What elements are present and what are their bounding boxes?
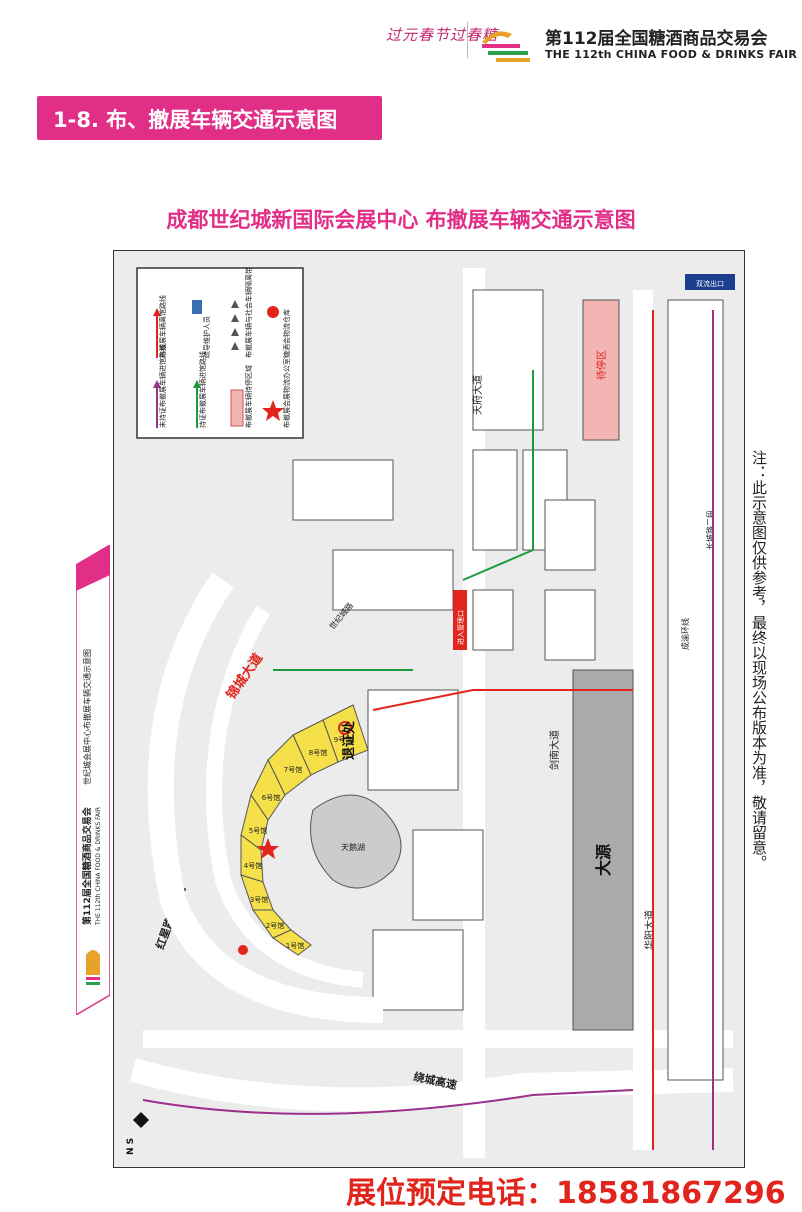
- side-tag-line2: THE 112th CHINA FOOD & DRINKS FAIR: [95, 807, 102, 926]
- legend-staff-swatch: [192, 300, 202, 314]
- legend-staff: 疏导维护人员: [202, 316, 211, 358]
- side-tag-line1: 第112届全国糖酒商品交易会: [81, 806, 93, 925]
- exit-sign-label: 双流出口: [696, 279, 724, 288]
- expo-outer-road: [147, 572, 384, 1023]
- road-changcheng-label: 长城路二段: [705, 510, 715, 550]
- legend-box: 布撤展车辆离馆路线 未持证布撤展车辆进馆路线 持证布撤展车辆进馆路线 疏导维护人…: [136, 267, 304, 439]
- section-title-bar: 1-8. 布、撤展车辆交通示意图: [37, 96, 382, 140]
- hall-3-label: 3号馆: [250, 895, 268, 904]
- hall-4-label: 4号馆: [244, 861, 262, 870]
- legend-waiting: 布撤展车辆待停区域: [244, 365, 253, 428]
- fair-subtitle: THE 112th CHINA FOOD & DRINKS FAIR: [545, 48, 798, 61]
- tuizheng-marker: [338, 721, 352, 735]
- compass-icon: N S: [126, 1112, 149, 1155]
- map-title: 成都世纪城新国际会展中心 布撤展车辆交通示意图: [166, 208, 636, 232]
- lake-label: 天鹅湖: [341, 842, 365, 852]
- exhibition-halls: [240, 704, 369, 956]
- district-dayuan: 大源: [594, 844, 613, 876]
- legend-barrier-swatch: [231, 300, 239, 350]
- entry-sign-label: 进入管理口: [456, 610, 465, 645]
- legend-unpermitted-route: 未持证布撤展车辆进馆路线: [158, 344, 167, 428]
- compass-label: N S: [126, 1138, 136, 1155]
- road-jiannan-label: 剑南大道: [548, 730, 561, 770]
- legend-waiting-swatch: [230, 389, 244, 427]
- road-huayang-label: 华阳大道: [643, 910, 656, 950]
- warehouse-marker: [238, 945, 248, 955]
- tuizheng-label: 退证处: [341, 720, 357, 760]
- hall-2-label: 2号馆: [266, 921, 284, 930]
- section-title: 1-8. 布、撤展车辆交通示意图: [53, 108, 338, 132]
- road-tianfu-label: 天府大道: [471, 375, 484, 415]
- fair-logo-icon: [482, 31, 530, 62]
- exit-sign: [685, 274, 735, 290]
- legend-permitted-route: 持证布撤展车辆进馆路线: [198, 351, 207, 428]
- booking-phone-number: 18581867296: [556, 1176, 786, 1211]
- booking-phone-label: 展位预定电话：: [346, 1176, 556, 1211]
- swan-lake: [310, 794, 402, 889]
- hall-7-label: 7号馆: [284, 765, 302, 774]
- traffic-map: 布撤展车辆离馆路线 未持证布撤展车辆进馆路线 持证布撤展车辆进馆路线 疏导维护人…: [113, 250, 745, 1168]
- side-brand-tag: 第112届全国糖酒商品交易会 THE 112th CHINA FOOD & DR…: [76, 545, 110, 1015]
- fair-title: 第112届全国糖酒商品交易会: [545, 29, 768, 49]
- legend-warehouse: 糖酒会物流仓库: [282, 309, 291, 358]
- expo-inner-road: [206, 605, 364, 988]
- road-chengyu-label: 成渝环线: [680, 618, 690, 650]
- legend-barrier: 布撤展车辆与社会车辆隔离带: [244, 267, 253, 358]
- disclaimer-text: 注：此示意图仅供参考，最终以现场公布版本为准，敬请留意。: [750, 450, 768, 870]
- disclaimer-note: 注：此示意图仅供参考，最终以现场公布版本为准，敬请留意。: [749, 450, 789, 950]
- legend-warehouse-swatch: [267, 306, 279, 318]
- hall-8-label: 8号馆: [309, 748, 327, 757]
- hall-9-label: 9号馆: [334, 735, 352, 744]
- legend-office-swatch: [262, 400, 284, 421]
- hall-1-label: 1号馆: [286, 941, 304, 950]
- legend-exit-route: 布撤展车辆离馆路线: [158, 295, 167, 358]
- office-star-marker: [257, 838, 279, 859]
- waiting-area-label: 待停区: [595, 350, 608, 380]
- hall-5-label: 5号馆: [249, 826, 267, 835]
- dayuan-block: [572, 669, 634, 1031]
- slogan-text: 过元春节过春糖: [386, 26, 499, 44]
- hall-6-label: 6号馆: [262, 793, 280, 802]
- header-divider: [467, 22, 468, 58]
- route-lines: [142, 310, 714, 1150]
- entry-sign: [453, 590, 467, 650]
- legend-office: 布撤展会展物流办公室: [282, 358, 291, 428]
- booking-phone: 展位预定电话：18581867296: [346, 1168, 786, 1212]
- side-tag-line3: 世纪城会展中心布撤展车辆交通示意图: [82, 649, 92, 785]
